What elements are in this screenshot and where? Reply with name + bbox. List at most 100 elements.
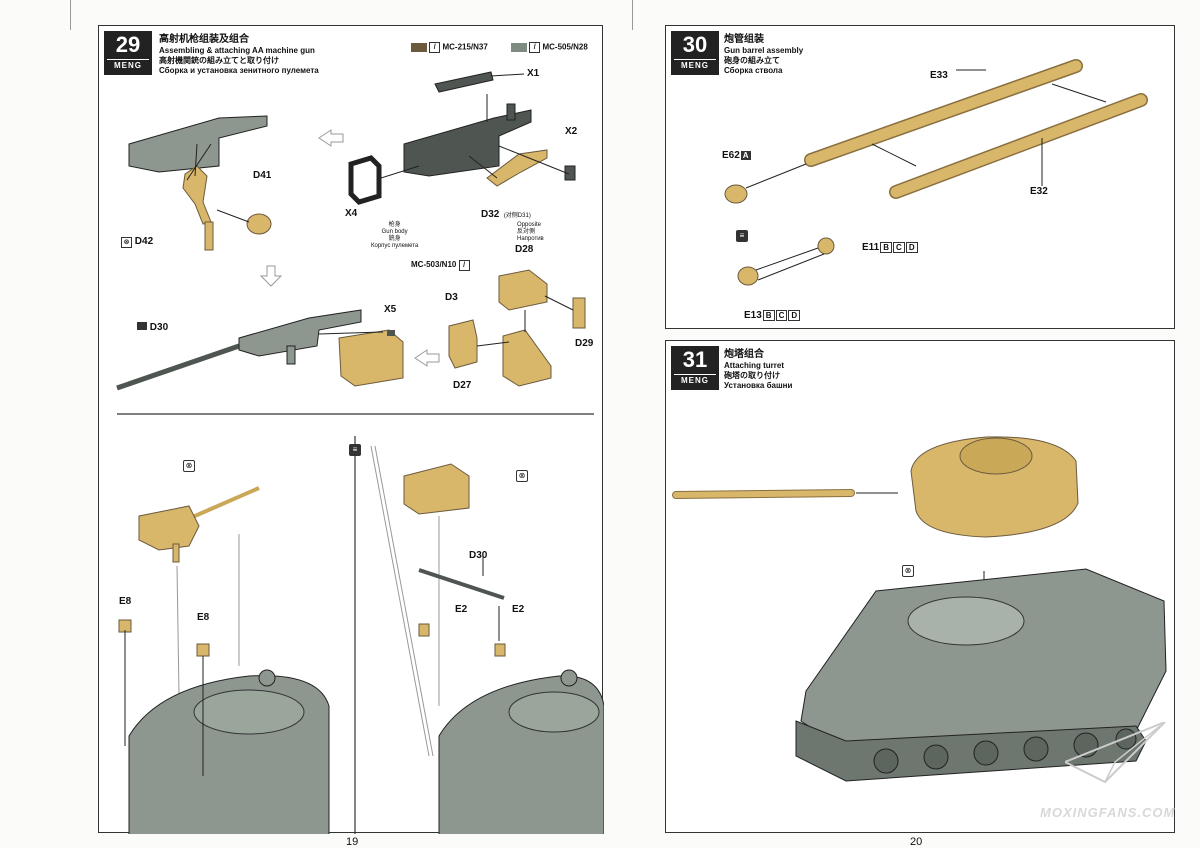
caption-cn: (对侧D31) (503, 213, 531, 219)
title-cn: 炮塔组合 (724, 349, 764, 360)
part-code: E13 (744, 310, 762, 321)
part-label-x4: X4 (345, 208, 358, 219)
caption-jp: 反対側 (517, 229, 536, 235)
step-31-frame: 31 MENG 炮塔组合 Attaching turret 砲塔の取り付け Ус… (665, 340, 1175, 833)
caption-en: Gun body (381, 229, 408, 235)
version-badge: A (740, 151, 751, 160)
no-glue-icon: ⊗ (516, 470, 528, 482)
page-number: 19 (346, 836, 359, 848)
version-badge: C (893, 242, 905, 253)
no-glue-icon: ⊗ (902, 565, 914, 577)
part-label-d27: D27 (453, 380, 472, 391)
left-page: 29 MENG 高射机枪组装及组合 Assembling & attaching… (0, 0, 633, 848)
version-badge: D (788, 310, 801, 321)
part-code: D42 (134, 236, 154, 247)
no-glue-icon: ⊗ (121, 237, 132, 248)
title-jp: 砲身の組み立て (724, 56, 780, 65)
gun-barrel-illustration (724, 59, 1148, 286)
part-label-d28: D28 (515, 244, 534, 255)
part-label-e32: E32 (1030, 186, 1048, 197)
step-number-badge: 30 MENG (671, 31, 719, 75)
machine-gun-assembly-illustration (116, 71, 594, 415)
part-label-d30: D30 (137, 322, 168, 333)
part-label-e2-right: E2 (512, 604, 525, 615)
part-label-x2: X2 (565, 126, 578, 137)
part-code: E11 (862, 242, 880, 253)
part-code: E62 (722, 150, 740, 161)
version-badge: C (775, 310, 788, 321)
caption-ru: Корпус пулемета (371, 243, 419, 249)
step-29-frame: 29 MENG 高射机枪组装及组合 Assembling & attaching… (98, 25, 604, 834)
brand-logo: MENG (107, 59, 149, 72)
page-number: 20 (910, 836, 923, 848)
step-title-block: 炮管组装 Gun barrel assembly 砲身の組み立て Сборка … (724, 34, 803, 76)
version-icon: ≡ (349, 444, 361, 456)
version-badge: B (762, 310, 775, 321)
title-cn: 炮管组装 (724, 34, 764, 45)
version-badge: B (880, 242, 893, 253)
step-number: 31 (682, 347, 708, 372)
caption-cn: 枪身 (388, 222, 401, 228)
caption-ru: Напротив (517, 236, 544, 242)
paint-swatch-icon (411, 43, 427, 52)
title-cn: 高射机枪组装及组合 (159, 34, 249, 45)
paint-chip-2: / MC-505/N28 (511, 42, 588, 53)
title-en: Assembling & attaching AA machine gun (159, 46, 315, 55)
part-label-e8-left: E8 (119, 596, 132, 607)
paint-code: MC-215/N37 (442, 42, 488, 52)
version-badge: D (905, 242, 918, 253)
part-label-d41: D41 (253, 170, 272, 181)
brand-logo: MENG (674, 59, 716, 72)
watermark-text: MOXINGFANS.COM (1040, 805, 1176, 820)
step-number: 29 (115, 32, 141, 57)
part-label-e2-left: E2 (455, 604, 468, 615)
part-label-x1: X1 (527, 68, 540, 79)
part-label-d42: ⊗ D42 (121, 236, 153, 248)
paint-code: MC-505/N28 (542, 42, 588, 52)
part-label-d29: D29 (575, 338, 594, 349)
step-title-block: 高射机枪组装及组合 Assembling & attaching AA mach… (159, 34, 319, 76)
title-jp: 高射機関銃の組み立てと取り付け (159, 56, 279, 65)
title-jp: 砲塔の取り付け (724, 371, 780, 380)
brand-logo: MENG (674, 374, 716, 387)
brush-icon: / (529, 42, 541, 53)
part-label-d3: D3 (445, 292, 458, 303)
paint-chip-1: / MC-215/N37 (411, 42, 488, 53)
step-title-block: 炮塔组合 Attaching turret 砲塔の取り付け Установка … (724, 349, 792, 391)
caption-jp: 銃身 (388, 236, 401, 242)
title-en: Attaching turret (724, 361, 784, 370)
version-icon (137, 322, 147, 330)
right-page: 30 MENG 炮管组装 Gun barrel assembly 砲身の組み立て… (600, 0, 1200, 848)
title-ru: Установка башни (724, 381, 793, 390)
brush-icon: / (429, 42, 441, 53)
brush-icon: / (458, 260, 470, 271)
part-label-d30-lower: D30 (469, 550, 488, 561)
title-en: Gun barrel assembly (724, 46, 804, 55)
opposite-caption: D32 (对侧D31) Opposite 反対側 Напротив (481, 204, 544, 243)
caption-en: Opposite (517, 222, 542, 228)
title-ru: Сборка ствола (724, 66, 783, 75)
part-label-e33: E33 (930, 70, 948, 81)
step-number-badge: 29 MENG (104, 31, 152, 75)
version-icon: ≡ (736, 230, 748, 242)
crop-mark (632, 0, 633, 30)
part-code: D30 (149, 322, 169, 333)
step-number-badge: 31 MENG (671, 346, 719, 390)
part-label-e8-right: E8 (197, 612, 210, 623)
step-number: 30 (682, 32, 708, 57)
crop-mark (70, 0, 71, 30)
paint-swatch-icon (511, 43, 527, 52)
gun-body-caption: 枪身 Gun body 銃身 Корпус пулемета (371, 222, 418, 250)
part-label-x5: X5 (384, 304, 397, 315)
turret-tank-illustration (672, 436, 1167, 782)
no-glue-icon: ⊗ (183, 460, 195, 472)
turret-attachment-illustration (118, 436, 604, 834)
watermark-logo (1065, 722, 1166, 784)
paint-code: MC-503/N10 (411, 260, 457, 269)
title-ru: Сборка и установка зенитного пулемета (159, 66, 319, 75)
step-30-frame: 30 MENG 炮管组装 Gun barrel assembly 砲身の組み立て… (665, 25, 1175, 329)
part-code: D32 (481, 209, 500, 220)
